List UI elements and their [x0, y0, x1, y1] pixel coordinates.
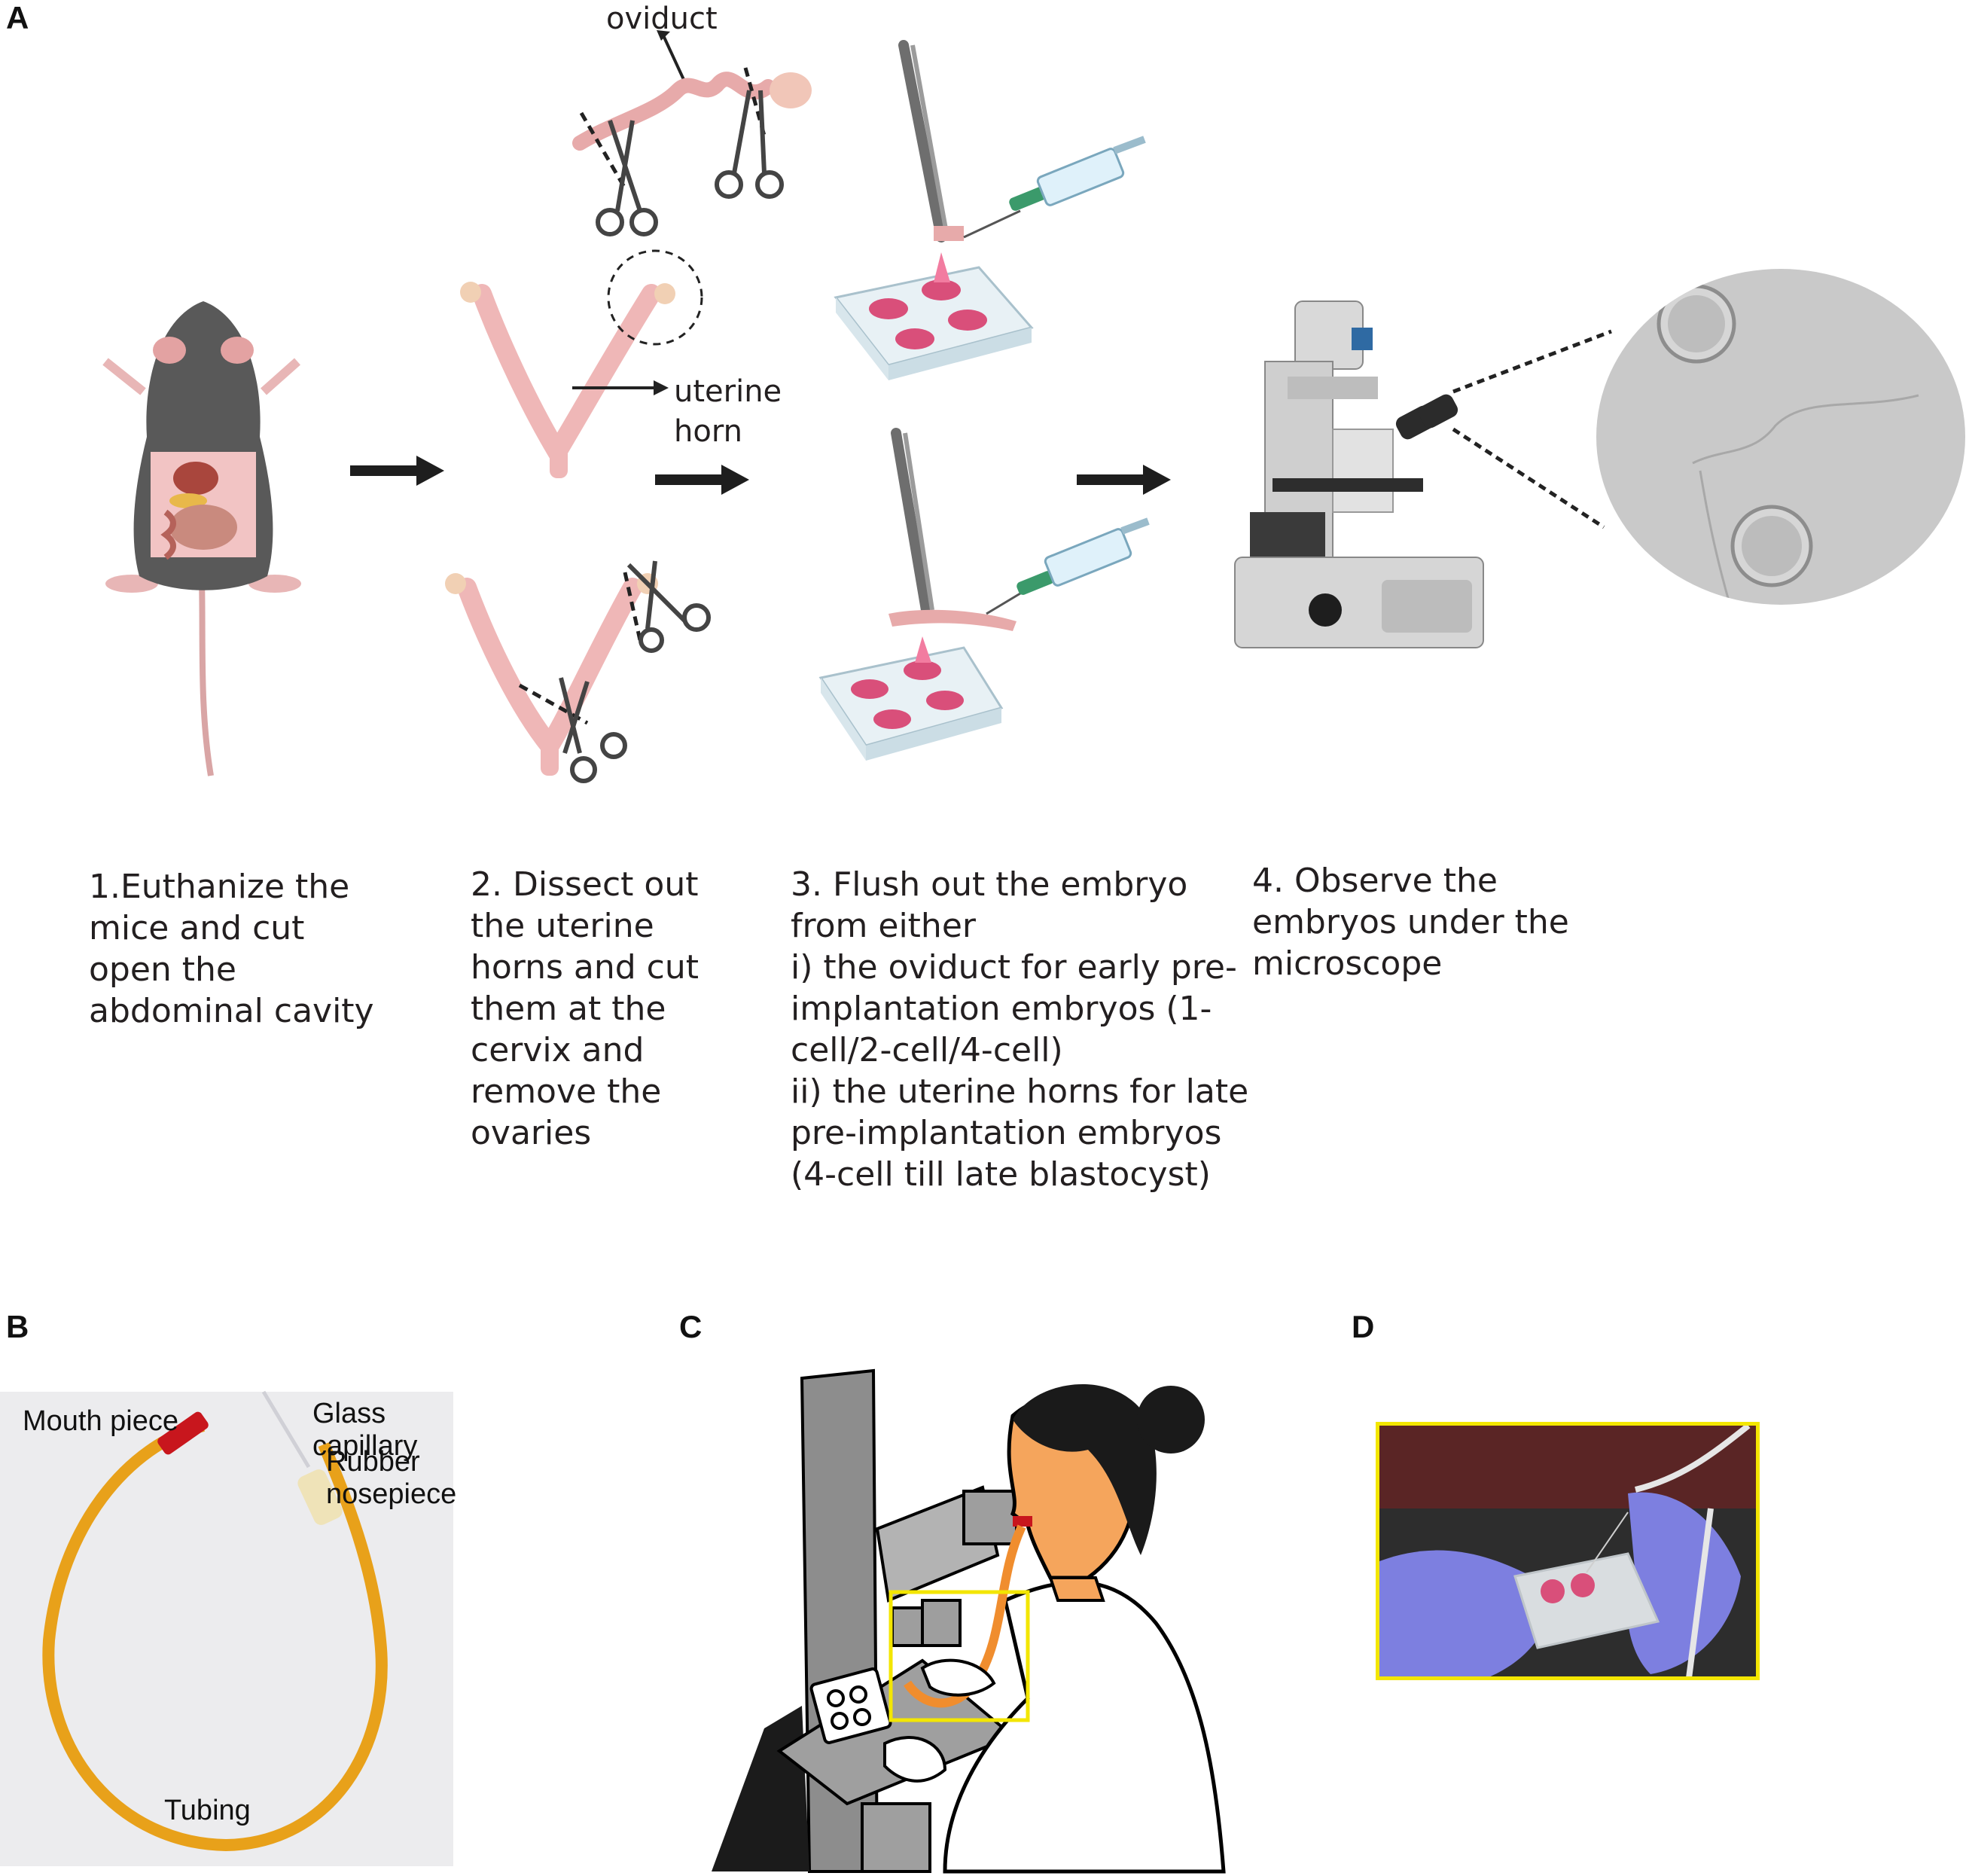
panel-label-d: D [1352, 1309, 1375, 1344]
step-3-line: implantation embryos (1- [791, 990, 1212, 1028]
step-2-line: the uterine [471, 907, 654, 945]
step-2-line: remove the [471, 1072, 662, 1111]
step-1-line: open the [89, 950, 237, 989]
step-3-text: 3. Flush out the embryo from either i) t… [791, 864, 1248, 1195]
step-1-text: 1.Euthanize the mice and cut open the ab… [89, 866, 374, 1032]
arrow-step1-to-step2 [350, 456, 444, 486]
step-2-line: them at the [471, 990, 666, 1028]
label-tubing: Tubing [164, 1795, 251, 1826]
step-4-line: 4. Observe the [1252, 862, 1498, 900]
microscope-view-lines [1452, 329, 1612, 529]
step-2-line: 2. Dissect out [471, 865, 699, 904]
step-3-line: ii) the uterine horns for late [791, 1072, 1249, 1111]
callout-uterine-line2: horn [674, 414, 742, 449]
step-1-line: 1.Euthanize the [89, 868, 350, 906]
step-1-line: abdominal cavity [89, 992, 374, 1030]
label-rubber-nosepiece: Rubber nosepiece [326, 1446, 457, 1510]
step-3-line: (4-cell till late blastocyst) [791, 1155, 1211, 1194]
step-3-line: from either [791, 907, 976, 945]
step-4-text: 4. Observe the embryos under the microsc… [1252, 860, 1569, 984]
label-mouth-piece: Mouth piece [23, 1405, 179, 1437]
step-2-line: horns and cut [471, 948, 700, 987]
step-2-line: ovaries [471, 1114, 592, 1152]
step-2-line: cervix and [471, 1031, 645, 1069]
label-glass-capillary: Glass capillary [312, 1398, 418, 1462]
step-4-line: microscope [1252, 944, 1443, 983]
step-3-line: 3. Flush out the embryo [791, 865, 1188, 904]
step-3-line: pre-implantation embryos [791, 1114, 1222, 1152]
arrow-step2-to-step3 [655, 465, 749, 495]
oviduct-dissection-illustration [572, 30, 812, 236]
mouth-pipette-photo: Mouth piece Glass capillary Rubber nosep… [0, 1390, 457, 1866]
pipetting-photo [1376, 1422, 1760, 1680]
flush-oviduct-illustration [834, 40, 1146, 380]
panel-label-b: B [6, 1309, 29, 1344]
panel-label-a: A [6, 0, 29, 35]
panel-label-c: C [679, 1309, 703, 1344]
step-2-text: 2. Dissect out the uterine horns and cut… [471, 864, 699, 1154]
step-4-line: embryos under the [1252, 903, 1569, 941]
researcher-mouth-pipetting-drawing [696, 1352, 1291, 1874]
arrow-step3-to-step4 [1077, 465, 1171, 495]
callout-oviduct: oviduct [606, 2, 718, 36]
uterine-horns-cut-illustration [445, 560, 711, 783]
step-3-line: i) the oviduct for early pre- [791, 948, 1237, 987]
uterine-horns-illustration [460, 249, 703, 478]
callout-uterine-line1: uterine [674, 374, 782, 409]
step-1-line: mice and cut [89, 909, 305, 947]
step-3-line: cell/2-cell/4-cell) [791, 1031, 1063, 1069]
mouse-illustration [102, 301, 301, 776]
microscope-illustration [1234, 300, 1484, 648]
flush-uterine-illustration [818, 428, 1150, 761]
embryo-micrograph [1596, 269, 1965, 605]
